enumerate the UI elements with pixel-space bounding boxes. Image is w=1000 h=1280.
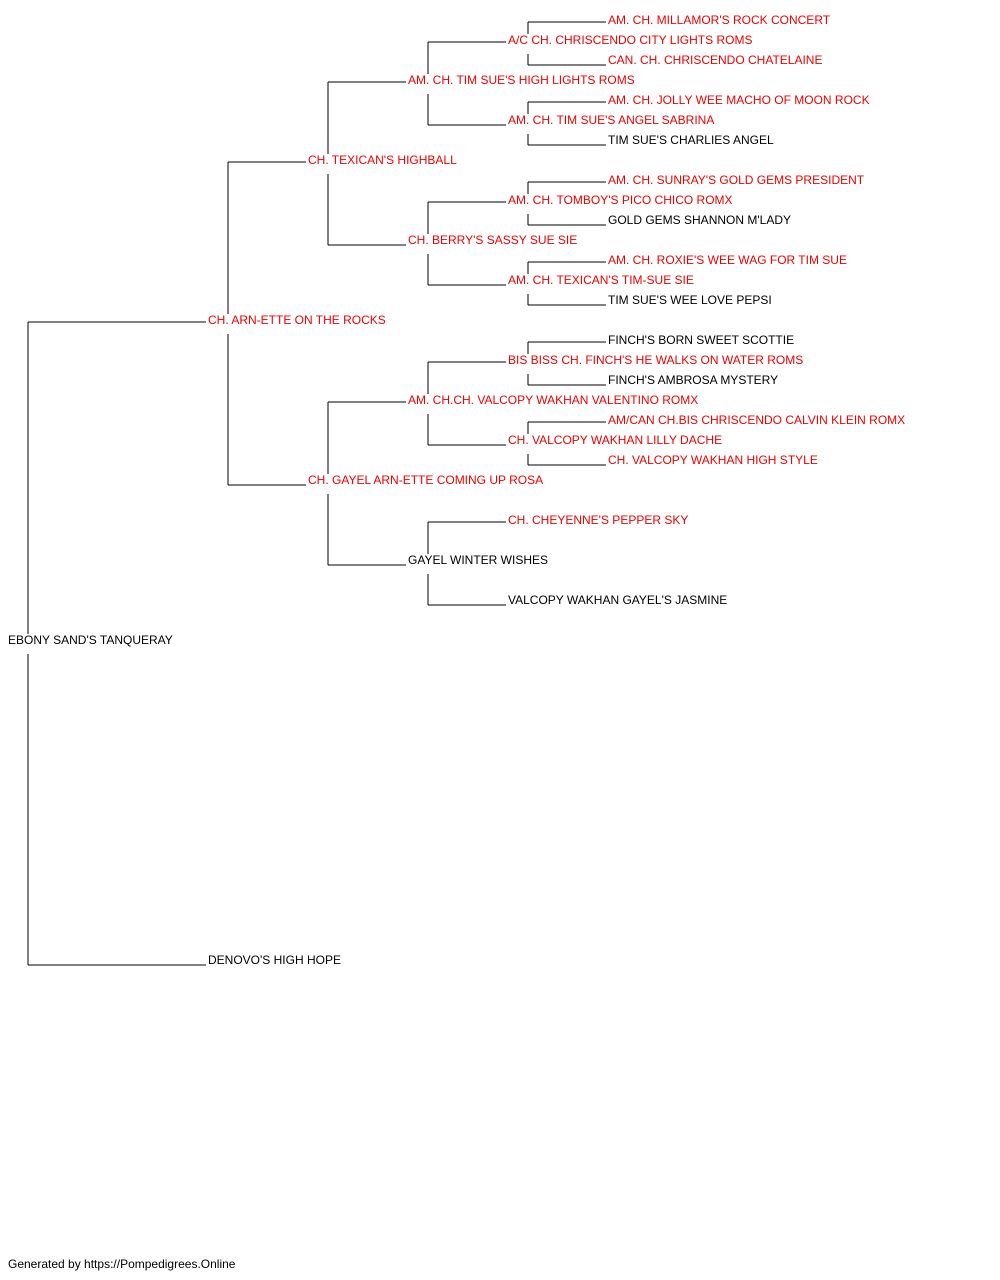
- dam-name-gen5: CAN. CH. CHRISCENDO CHATELAINE: [608, 53, 823, 67]
- sire-name-gen5: AM. CH. SUNRAY'S GOLD GEMS PRESIDENT: [608, 173, 865, 187]
- sire-name-gen5: AM. CH. MILLAMOR'S ROCK CONCERT: [608, 13, 831, 27]
- dam-name-gen1: DENOVO'S HIGH HOPE: [208, 953, 341, 967]
- sire-name-gen3: AM. CH.CH. VALCOPY WAKHAN VALENTINO ROMX: [408, 393, 699, 407]
- sire-name-gen5: AM. CH. ROXIE'S WEE WAG FOR TIM SUE: [608, 253, 847, 267]
- sire-name-gen4: CH. CHEYENNE'S PEPPER SKY: [508, 513, 689, 527]
- generated-by-footer: Generated by https://Pompedigrees.Online: [8, 1257, 236, 1271]
- dam-name-gen2: CH. GAYEL ARN-ETTE COMING UP ROSA: [308, 473, 544, 487]
- dam-name-gen5: CH. VALCOPY WAKHAN HIGH STYLE: [608, 453, 818, 467]
- dam-name-gen3: GAYEL WINTER WISHES: [408, 553, 549, 567]
- sire-name-gen5: AM. CH. JOLLY WEE MACHO OF MOON ROCK: [608, 93, 870, 107]
- sire-name-gen4: A/C CH. CHRISCENDO CITY LIGHTS ROMS: [508, 33, 753, 47]
- dam-name-gen4: AM. CH. TEXICAN'S TIM-SUE SIE: [508, 273, 694, 287]
- sire-name-gen5: FINCH'S BORN SWEET SCOTTIE: [608, 333, 795, 347]
- sire-name-gen4: BIS BISS CH. FINCH'S HE WALKS ON WATER R…: [508, 353, 804, 367]
- subject-dog-name: EBONY SAND'S TANQUERAY: [8, 633, 173, 647]
- sire-name-gen2: CH. TEXICAN'S HIGHBALL: [308, 153, 457, 167]
- sire-name-gen1: CH. ARN-ETTE ON THE ROCKS: [208, 313, 386, 327]
- sire-name-gen4: AM. CH. TOMBOY'S PICO CHICO ROMX: [508, 193, 733, 207]
- dam-name-gen3: CH. BERRY'S SASSY SUE SIE: [408, 233, 578, 247]
- dam-name-gen5: TIM SUE'S WEE LOVE PEPSI: [608, 293, 772, 307]
- sire-name-gen3: AM. CH. TIM SUE'S HIGH LIGHTS ROMS: [408, 73, 635, 87]
- dam-name-gen4: VALCOPY WAKHAN GAYEL'S JASMINE: [508, 593, 728, 607]
- dam-name-gen5: GOLD GEMS SHANNON M'LADY: [608, 213, 791, 227]
- dam-name-gen4: CH. VALCOPY WAKHAN LILLY DACHE: [508, 433, 723, 447]
- dam-name-gen5: TIM SUE'S CHARLIES ANGEL: [608, 133, 774, 147]
- dam-name-gen4: AM. CH. TIM SUE'S ANGEL SABRINA: [508, 113, 715, 127]
- dam-name-gen5: FINCH'S AMBROSA MYSTERY: [608, 373, 779, 387]
- sire-name-gen5: AM/CAN CH.BIS CHRISCENDO CALVIN KLEIN RO…: [608, 413, 906, 427]
